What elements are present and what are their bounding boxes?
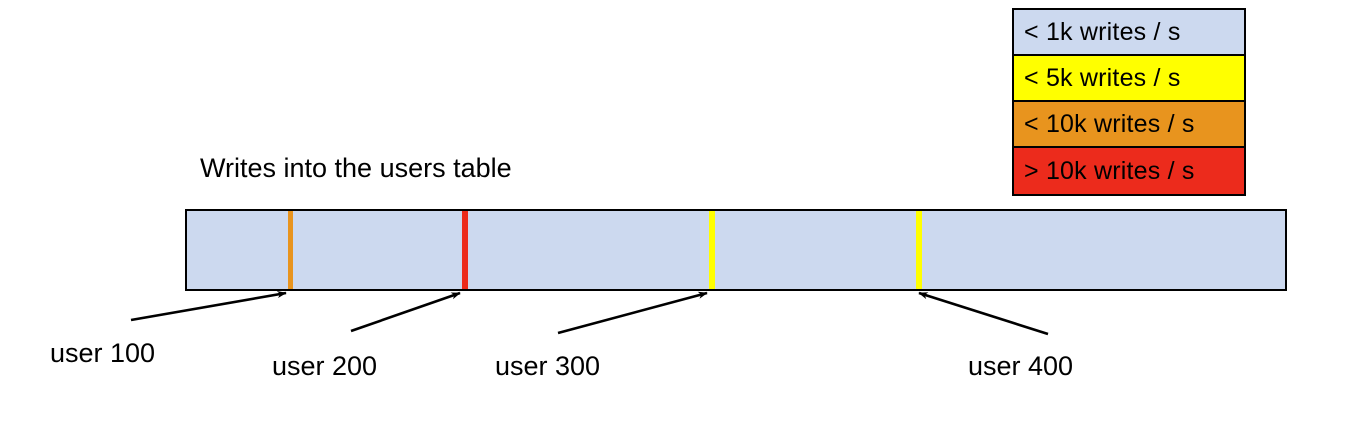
legend-label-under-10k: < 10k writes / s [1024, 109, 1195, 138]
arrow-user-300 [557, 291, 708, 335]
legend: < 1k writes / s < 5k writes / s < 10k wr… [1012, 8, 1246, 196]
user-300-stripe [709, 211, 715, 289]
user-100-stripe [288, 211, 293, 289]
user-400-stripe [916, 211, 922, 289]
legend-row-under-1k: < 1k writes / s [1014, 10, 1244, 56]
user-200-stripe [462, 211, 468, 289]
legend-label-under-1k: < 1k writes / s [1024, 17, 1181, 46]
marker-label-user-100: user 100 [50, 338, 156, 368]
marker-label-user-300: user 300 [495, 351, 601, 381]
marker-label-user-400: user 400 [968, 351, 1074, 381]
legend-row-over-10k: > 10k writes / s [1014, 148, 1244, 194]
legend-row-under-5k: < 5k writes / s [1014, 56, 1244, 102]
chart-title: Writes into the users table [200, 153, 512, 183]
users-table-bar [185, 209, 1287, 291]
arrow-user-200 [350, 291, 461, 333]
legend-row-under-10k: < 10k writes / s [1014, 102, 1244, 148]
marker-label-user-200: user 200 [272, 351, 378, 381]
legend-label-over-10k: > 10k writes / s [1024, 156, 1195, 185]
legend-label-under-5k: < 5k writes / s [1024, 63, 1181, 92]
arrow-user-400 [918, 291, 1049, 336]
arrow-user-100 [130, 290, 287, 322]
